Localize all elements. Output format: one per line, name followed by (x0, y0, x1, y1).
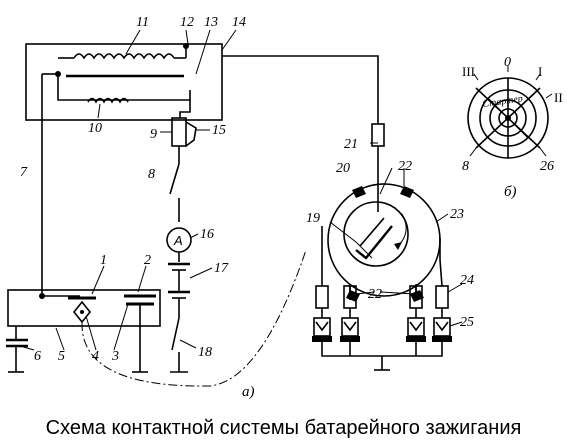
callout-24: 24 (460, 273, 474, 288)
key-lead-8: 8 (462, 159, 469, 174)
callout-19: 19 (306, 211, 320, 226)
callout-11: 11 (136, 15, 149, 30)
callout-10: 10 (88, 121, 102, 136)
ignition-key-switch (467, 66, 553, 159)
battery-17 (168, 262, 190, 299)
callout-7: 7 (20, 165, 28, 180)
callout-2: 2 (144, 253, 151, 268)
callout-25: 25 (460, 315, 474, 330)
callout-6: 6 (34, 349, 41, 364)
key-position-0: 0 (504, 55, 511, 70)
subfigure-b-label: б) (504, 184, 517, 200)
resistor-9 (171, 117, 197, 164)
callout-12: 12 (180, 15, 194, 30)
subfigure-a-label: а) (242, 384, 255, 400)
callout-labels: 11 12 13 14 10 9 15 7 8 16 17 18 21 20 2… (20, 15, 563, 400)
callout-22-top: 22 (398, 159, 412, 174)
breaker-assembly (6, 249, 307, 387)
ammeter-16: A (166, 227, 192, 262)
starter-label: Стартер (482, 93, 524, 110)
callout-13: 13 (204, 15, 218, 30)
key-lead-26: 26 (540, 159, 554, 174)
callout-23: 23 (450, 207, 464, 222)
key-position-II: II (554, 90, 563, 105)
callout-4: 4 (92, 349, 99, 364)
callout-leaders (19, 29, 463, 351)
callout-1: 1 (100, 253, 107, 268)
callout-5: 5 (58, 349, 65, 364)
ammeter-symbol: A (173, 233, 183, 248)
key-position-I: I (538, 64, 542, 79)
callout-8: 8 (148, 167, 155, 182)
ignition-circuit-diagram: A (6, 15, 563, 400)
callout-17: 17 (214, 261, 229, 276)
callout-3: 3 (111, 349, 119, 364)
callout-14: 14 (232, 15, 246, 30)
callout-15: 15 (212, 123, 226, 138)
figure-caption: Схема контактной системы батарейного заж… (45, 417, 522, 439)
callout-20: 20 (336, 161, 350, 176)
starter-switch-18 (170, 298, 188, 373)
callout-9: 9 (150, 127, 157, 142)
spark-plug-bank (312, 250, 452, 371)
ignition-switch-8 (169, 163, 180, 222)
key-position-III: III (462, 64, 475, 79)
callout-21: 21 (344, 137, 358, 152)
callout-22-bottom: 22 (368, 287, 382, 302)
distributor (321, 123, 441, 302)
callout-16: 16 (200, 227, 214, 242)
callout-18: 18 (198, 345, 212, 360)
